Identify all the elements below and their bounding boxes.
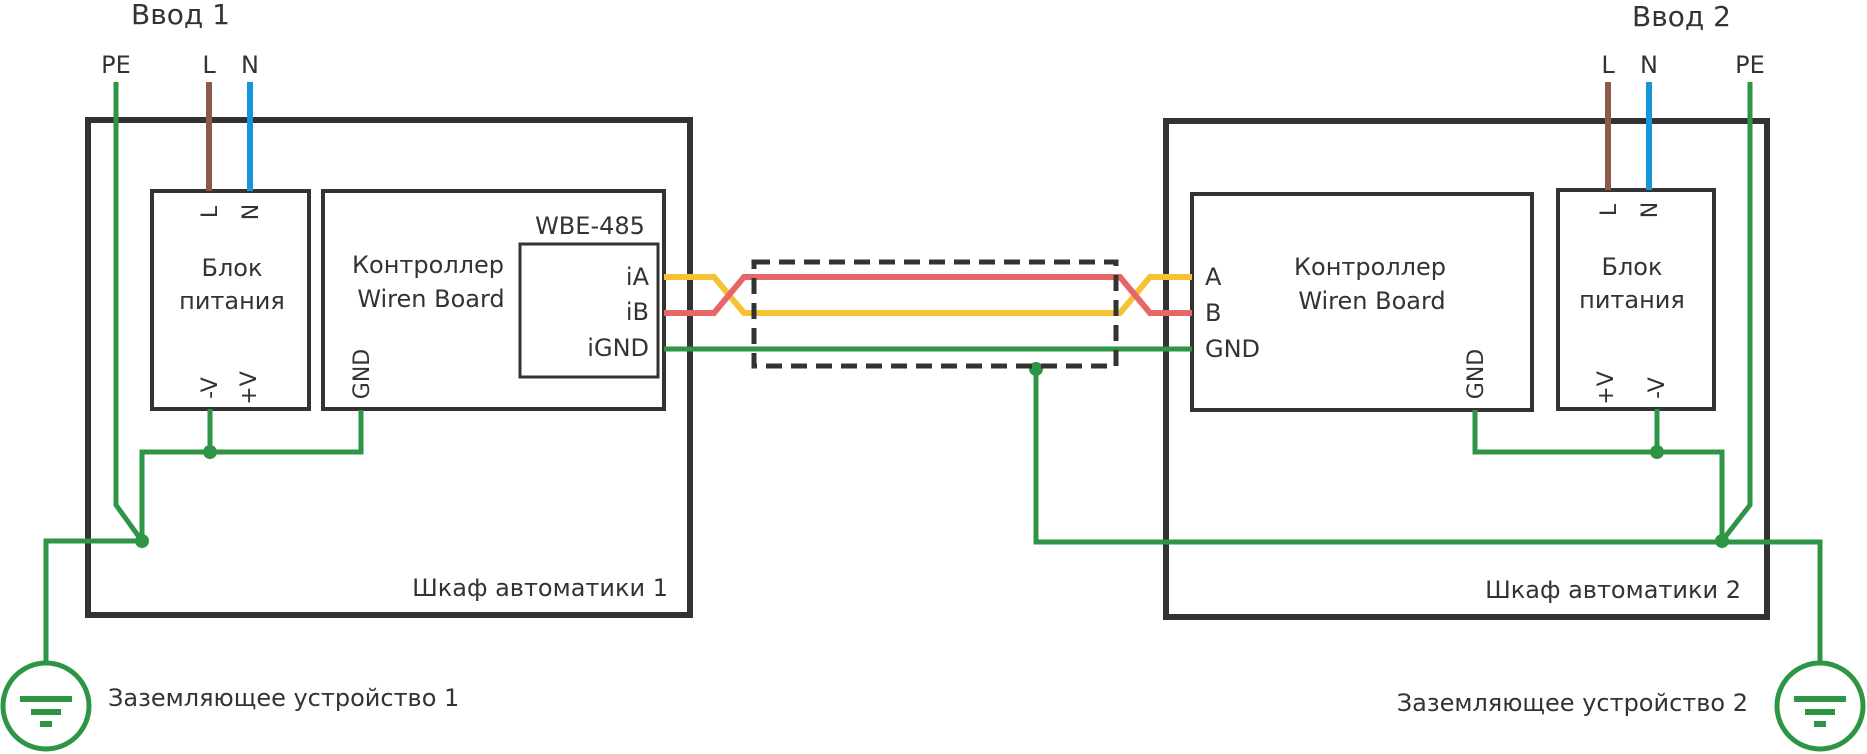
controller-2-term-b: B [1205, 299, 1221, 327]
l-label-1: L [202, 51, 216, 79]
n-label-1: N [241, 51, 259, 79]
cabinet-2-caption: Шкаф автоматики 2 [1485, 576, 1741, 604]
psu-1-term-minus: -V [198, 377, 223, 399]
psu-2-box [1556, 188, 1716, 411]
n-label-2: N [1640, 51, 1658, 79]
psu-2-title-line2: питания [1579, 286, 1685, 314]
psu-2-term-plus: +V [1594, 371, 1619, 404]
ground-device-1-caption: Заземляющее устройство 1 [108, 684, 459, 712]
psu-1-box [150, 189, 311, 411]
wire-b [664, 274, 1192, 316]
cabinet-1-frame [85, 117, 693, 618]
input-2-title: Ввод 2 [1632, 0, 1731, 33]
psu-1-title-line2: питания [179, 287, 285, 315]
controller-1-title-line2: Wiren Board [357, 285, 504, 313]
psu-1-term-l: L [198, 205, 223, 218]
ground-symbol-1 [0, 660, 92, 752]
module-ib: iB [626, 298, 649, 326]
psu-2-title-line1: Блок [1602, 253, 1663, 281]
wire-a [664, 274, 1192, 316]
controller-1-title-line1: Контроллер [352, 251, 504, 279]
controller-2-gnd: GND [1464, 349, 1489, 399]
psu-1-term-n: N [239, 204, 264, 220]
ground-wiring-right [1033, 82, 1823, 662]
module-title: WBE-485 [535, 212, 645, 240]
psu-2-term-l: L [1597, 203, 1622, 216]
ground-device-2-caption: Заземляющее устройство 2 [1397, 689, 1748, 717]
module-ia: iA [626, 263, 650, 291]
psu-2-term-n: N [1638, 202, 1663, 218]
controller-1-gnd: GND [350, 349, 375, 399]
junction-dot [1715, 534, 1729, 548]
input-1-title: Ввод 1 [131, 0, 230, 31]
junction-dot [203, 445, 217, 459]
psu-1-title-line1: Блок [202, 254, 263, 282]
controller-1-box [321, 189, 666, 411]
controller-2-box [1190, 192, 1534, 412]
pe-label-2: PE [1735, 51, 1765, 79]
cabinet-1-caption: Шкаф автоматики 1 [412, 574, 668, 602]
cable-shield [751, 259, 1119, 369]
rs485-pair [664, 274, 1192, 316]
junction-dot [135, 534, 149, 548]
controller-2-term-a: A [1205, 263, 1222, 291]
psu-1-term-plus: +V [237, 371, 262, 404]
wbe485-module-box [518, 242, 660, 379]
cabinet-2-frame [1163, 118, 1770, 620]
module-ignd: iGND [587, 334, 649, 362]
ground-symbol-2 [1774, 660, 1866, 752]
l-label-2: L [1601, 51, 1615, 79]
junction-dot [1029, 362, 1043, 376]
ground-wiring-left [43, 82, 1192, 662]
controller-2-title-line1: Контроллер [1294, 253, 1446, 281]
controller-2-term-gnd: GND [1205, 335, 1260, 363]
junction-dot [1650, 445, 1664, 459]
psu-2-term-minus: -V [1645, 377, 1670, 399]
controller-2-title-line2: Wiren Board [1298, 287, 1445, 315]
pe-label-1: PE [101, 51, 131, 79]
